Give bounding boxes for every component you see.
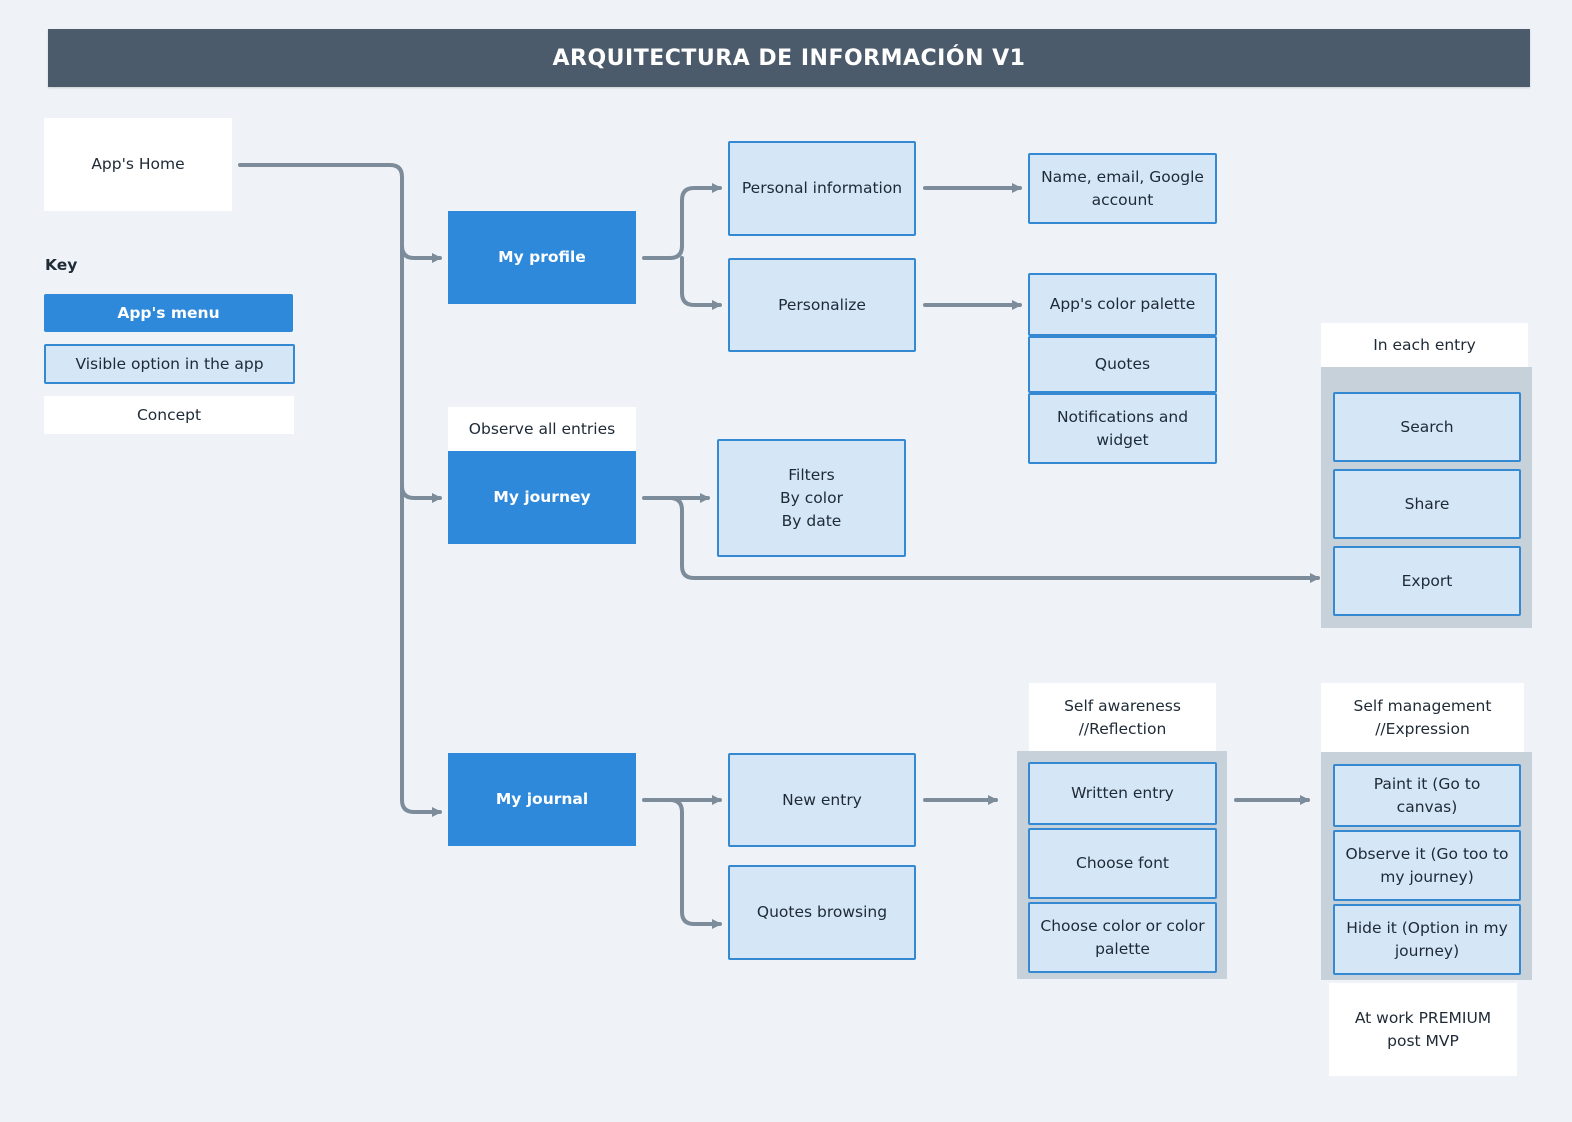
export-option: Export xyxy=(1333,546,1521,616)
observe-all-entries: Observe all entries xyxy=(448,407,636,451)
personalize: Personalize xyxy=(728,258,916,352)
connector-profile-personalize xyxy=(680,256,722,310)
self-management-concept: Self management //Expression xyxy=(1321,683,1524,753)
search-option: Search xyxy=(1333,392,1521,462)
share-option: Share xyxy=(1333,469,1521,539)
diagram-title: ARQUITECTURA DE INFORMACIÓN V1 xyxy=(48,29,1530,87)
written-entry: Written entry xyxy=(1028,762,1217,825)
connector-profile-personal xyxy=(642,183,722,260)
choose-color-or-palette: Choose color or color palette xyxy=(1028,902,1217,973)
new-entry: New entry xyxy=(728,753,916,847)
quotes-option: Quotes xyxy=(1028,336,1217,393)
observe-it: Observe it (Go too to my journey) xyxy=(1333,830,1521,901)
personal-details: Name, email, Google account xyxy=(1028,153,1217,224)
notifications-and-widget: Notifications and widget xyxy=(1028,393,1217,464)
filters: Filters By color By date xyxy=(717,439,906,557)
key-app-menu: App's menu xyxy=(44,294,293,332)
connector-journal-quotes xyxy=(668,798,722,929)
connector-home-profile xyxy=(400,244,442,263)
choose-font: Choose font xyxy=(1028,828,1217,899)
connector-home-trunk xyxy=(238,163,442,817)
key-concept: Concept xyxy=(44,396,294,434)
hide-it: Hide it (Option in my journey) xyxy=(1333,904,1521,975)
key-heading: Key xyxy=(45,256,78,274)
app-color-palette: App's color palette xyxy=(1028,273,1217,336)
paint-it: Paint it (Go to canvas) xyxy=(1333,764,1521,827)
my-journey: My journey xyxy=(448,451,636,544)
personal-information: Personal information xyxy=(728,141,916,236)
my-profile: My profile xyxy=(448,211,636,304)
apps-home: App's Home xyxy=(44,118,232,211)
connector-home-journey xyxy=(400,484,442,503)
my-journal: My journal xyxy=(448,753,636,846)
key-visible-option: Visible option in the app xyxy=(44,344,295,384)
quotes-browsing: Quotes browsing xyxy=(728,865,916,960)
premium-note: At work PREMIUM post MVP xyxy=(1329,983,1517,1076)
self-awareness-concept: Self awareness //Reflection xyxy=(1029,683,1216,753)
in-each-entry: In each entry xyxy=(1321,323,1528,367)
